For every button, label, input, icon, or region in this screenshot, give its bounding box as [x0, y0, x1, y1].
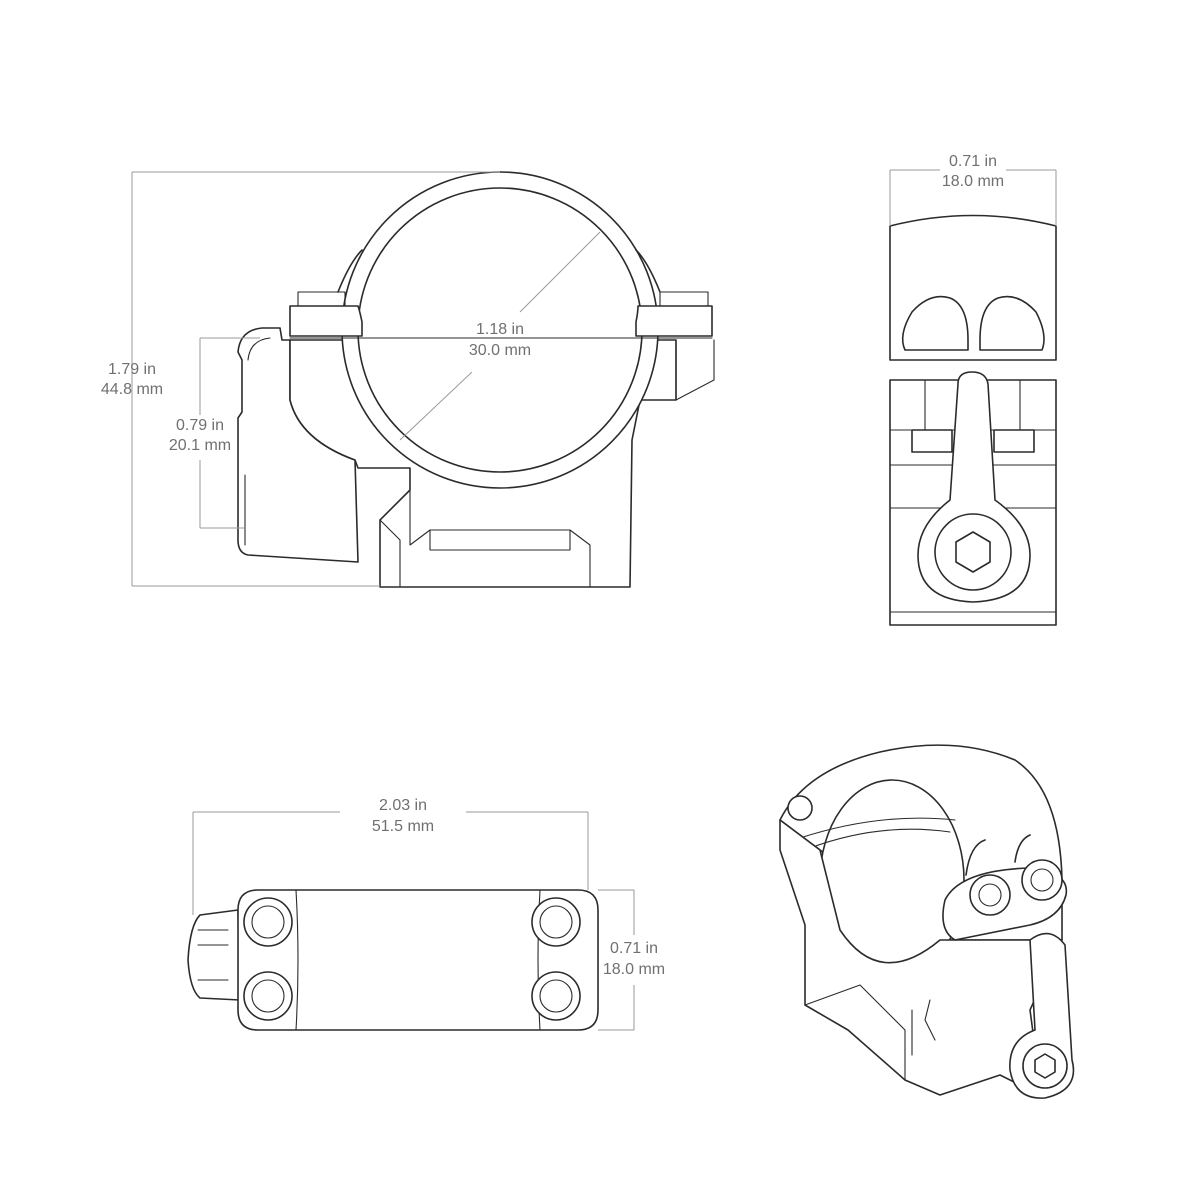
top-lever	[187, 909, 241, 1001]
top-view: 2.03 in 51.5 mm 0.71 in 18.0 mm	[187, 797, 665, 1031]
front-nut-left	[911, 429, 953, 453]
dim-line-side-height	[131, 171, 500, 587]
side-split-line	[289, 337, 715, 401]
hex-socket-icon	[955, 531, 991, 573]
iso-cap-fillets	[965, 834, 1031, 876]
top-screws	[243, 897, 581, 1021]
torx-screw-inner	[251, 905, 285, 939]
dim-front-width-in: 0.71 in	[949, 153, 997, 170]
torx-screw-icon	[531, 971, 581, 1021]
hex-socket-icon	[1034, 1053, 1056, 1079]
dim-line-top-width	[598, 889, 635, 1031]
iso-base	[779, 819, 1063, 1096]
front-nut-right	[993, 429, 1035, 453]
dim-top-length-in: 2.03 in	[379, 797, 427, 814]
torx-screw-inner	[539, 905, 573, 939]
dim-ring-diameter-in: 1.18 in	[476, 321, 524, 338]
side-view: 1.79 in 44.8 mm 0.79 in 20.1 mm 1.18 in …	[101, 171, 715, 588]
hex-screw-inner	[1030, 868, 1054, 892]
dim-side-height-in: 1.79 in	[108, 361, 156, 378]
side-screw-right	[659, 291, 709, 307]
dim-side-base-in: 0.79 in	[176, 417, 224, 434]
hex-screw-icon	[1021, 859, 1063, 901]
dim-line-top-length	[192, 811, 589, 915]
top-lever-detail	[197, 929, 229, 981]
top-body	[237, 889, 599, 1031]
dim-top-length-mm: 51.5 mm	[372, 818, 434, 835]
torx-screw-icon	[243, 971, 293, 1021]
hex-screw-inner	[978, 883, 1002, 907]
dim-ring-diameter-mm: 30.0 mm	[469, 342, 531, 359]
dim-top-width-in: 0.71 in	[610, 940, 658, 957]
torx-screw-icon	[243, 897, 293, 947]
hex-screw-icon	[787, 795, 813, 821]
hex-screw-icon	[969, 874, 1011, 916]
dim-line-side-base	[199, 337, 260, 529]
front-view: 0.71 in 18.0 mm	[889, 153, 1057, 626]
dim-line-front-width	[889, 169, 1057, 226]
dim-side-height-mm: 44.8 mm	[101, 381, 163, 398]
torx-screw-inner	[251, 979, 285, 1013]
dim-top-width-mm: 18.0 mm	[603, 961, 665, 978]
side-cap-fillet-right	[635, 249, 661, 293]
torx-screw-icon	[531, 897, 581, 947]
dim-front-width-mm: 18.0 mm	[942, 173, 1004, 190]
torx-screw-inner	[539, 979, 573, 1013]
side-cap-left	[289, 305, 363, 337]
side-screw-left	[297, 291, 346, 307]
iso-base-rail	[804, 984, 936, 1081]
side-cap-right	[635, 305, 713, 337]
iso-ring-band	[799, 817, 956, 849]
front-cap-slot-right	[979, 295, 1045, 351]
dim-line-ring-diameter	[399, 231, 601, 441]
dim-side-base-mm: 20.1 mm	[169, 437, 231, 454]
front-cap-slot-left	[901, 295, 969, 351]
side-lever-detail	[244, 337, 271, 546]
isometric-view	[779, 744, 1075, 1099]
side-rail-slot	[379, 489, 591, 588]
side-cap-fillet-left	[337, 249, 363, 293]
